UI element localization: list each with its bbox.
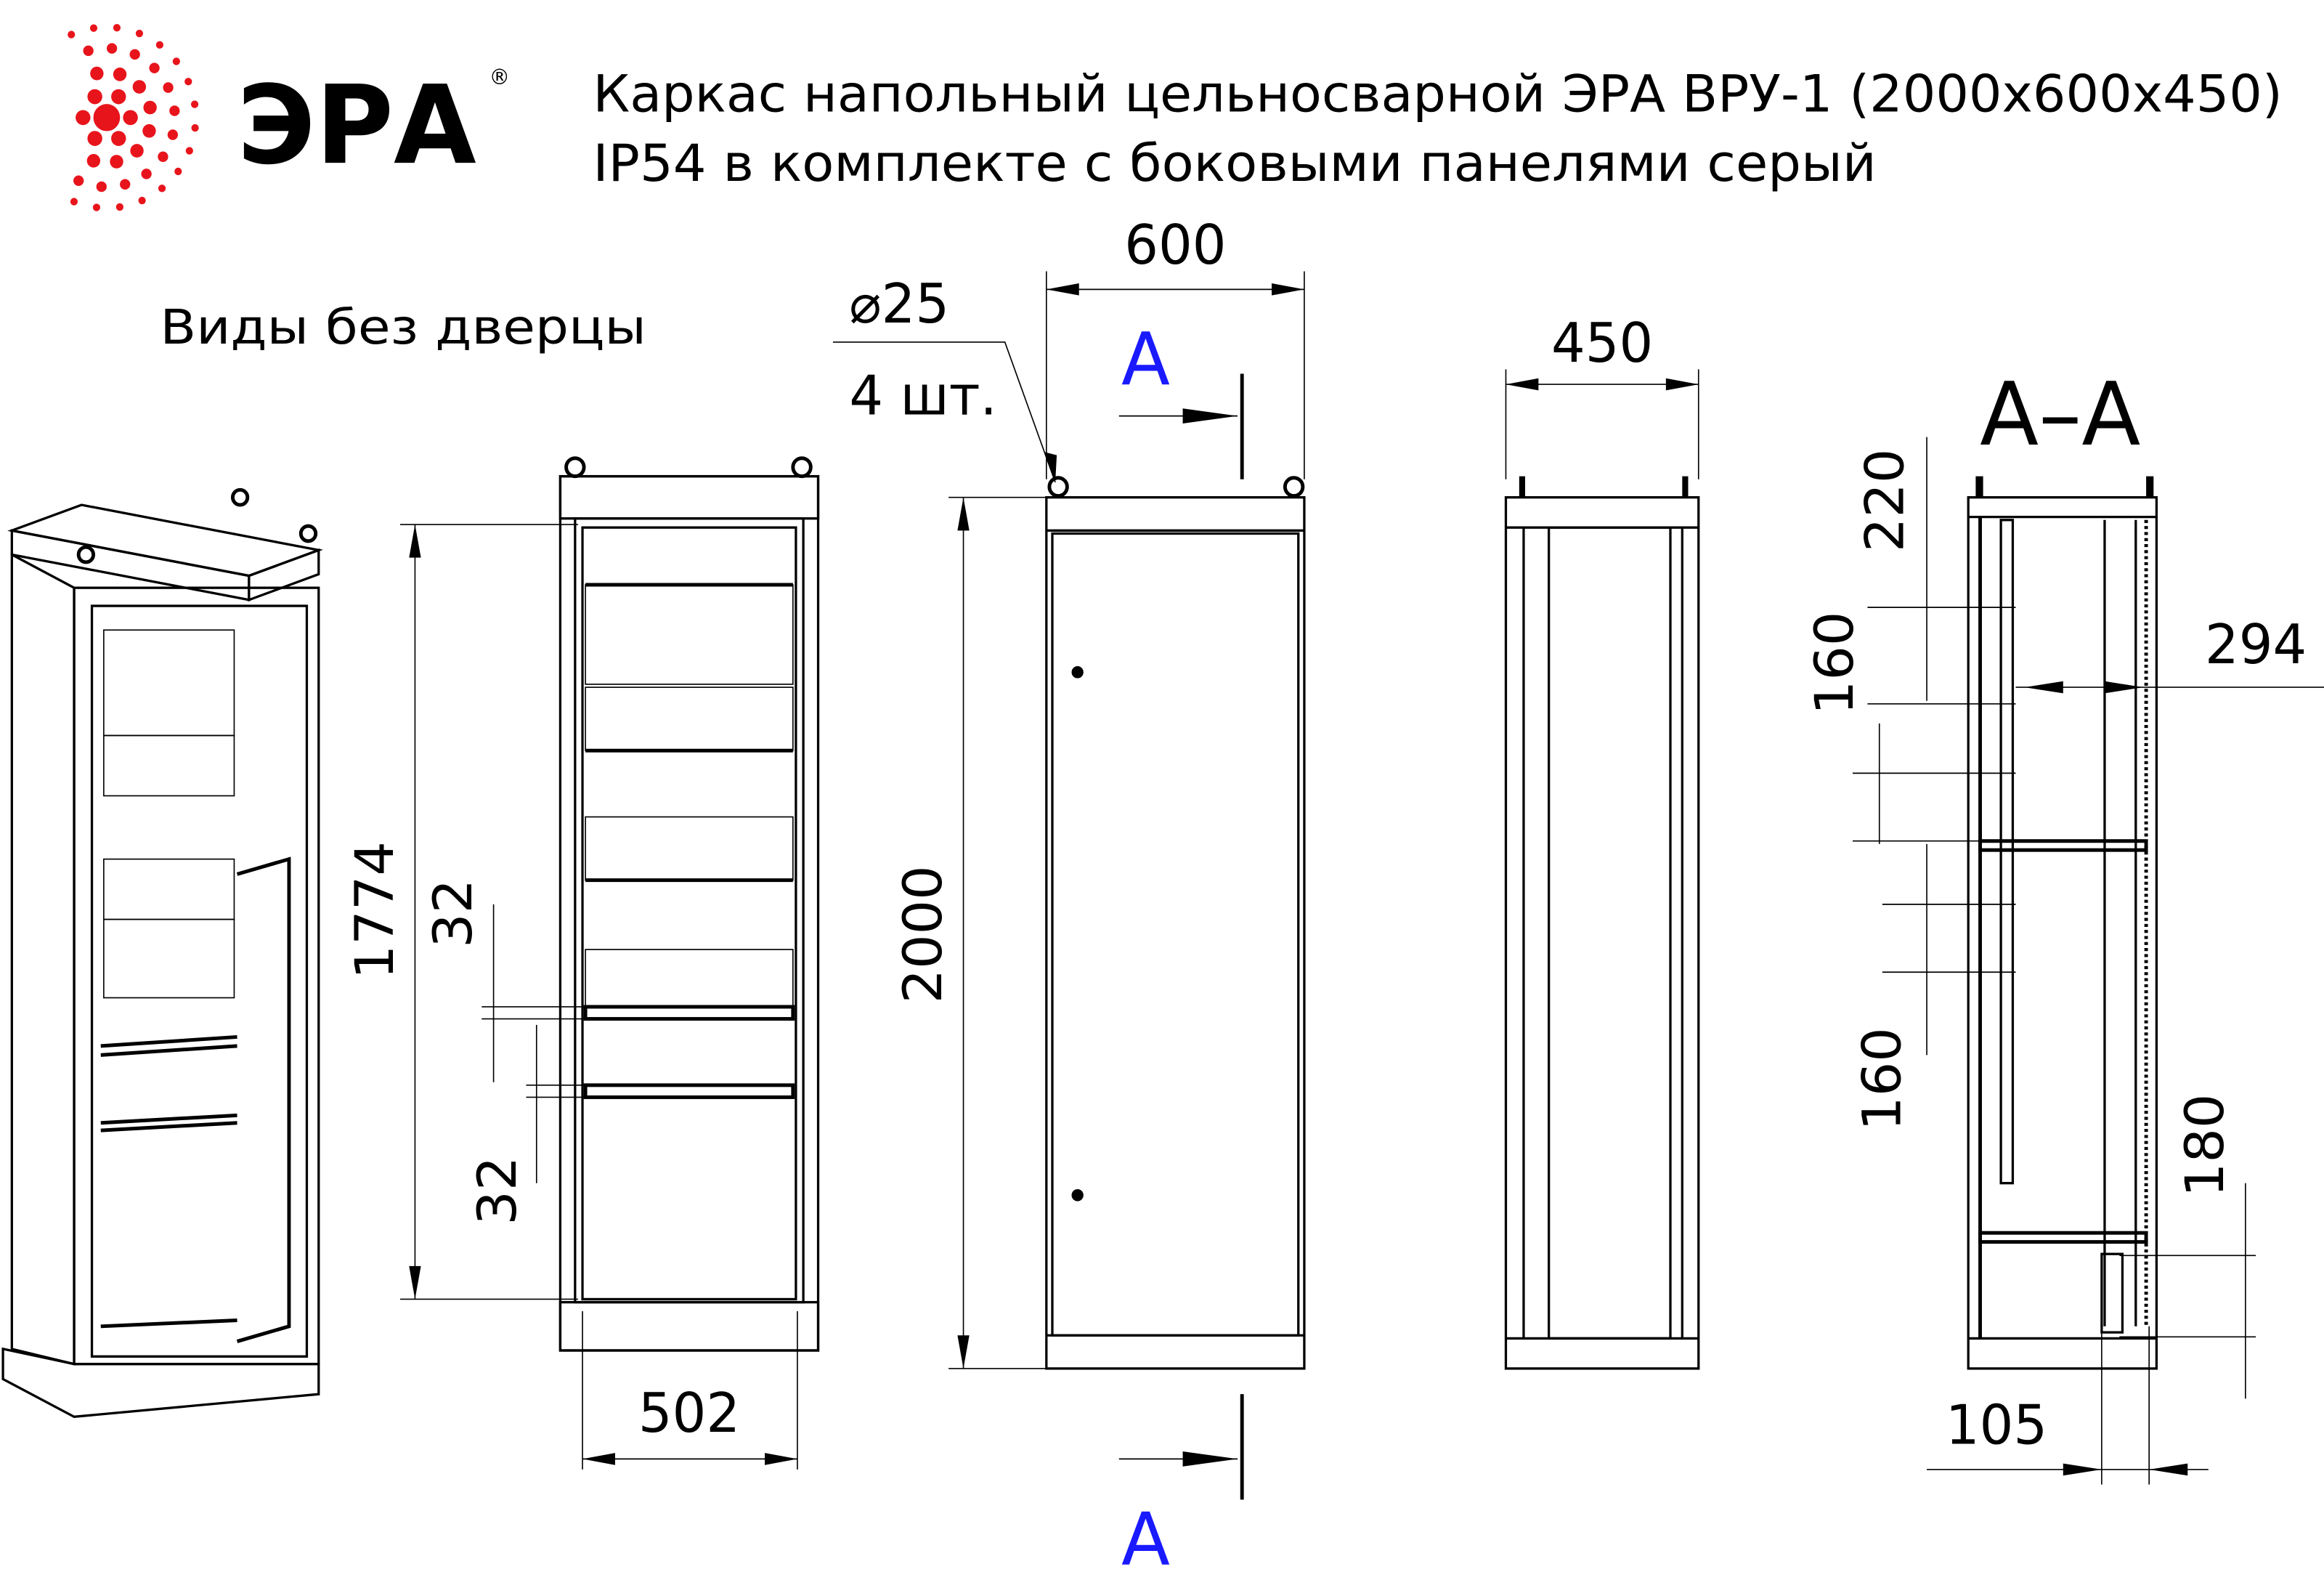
- logo-dot: [141, 169, 152, 179]
- dim-160-bottom: 160: [1851, 1027, 1913, 1131]
- dim-32-top: 32: [423, 879, 484, 948]
- logo-dot: [87, 89, 102, 105]
- logo-dot: [138, 196, 146, 205]
- logo-dot: [68, 31, 76, 39]
- views-label: Виды без дверцы: [160, 299, 646, 356]
- logo-dot: [87, 131, 102, 146]
- dim-450: 450: [1551, 312, 1653, 375]
- dim-160-top: 160: [1804, 612, 1866, 716]
- dim-294: 294: [2205, 613, 2307, 676]
- logo-dot: [110, 155, 123, 169]
- logo-dot: [172, 57, 180, 65]
- dim-600: 600: [1124, 214, 1226, 277]
- section-a-a-view: A–A 220 160 160 294 180 105: [1804, 364, 2324, 1485]
- dim-hole-count: 4 шт.: [849, 365, 996, 428]
- dim-502: 502: [638, 1382, 740, 1445]
- logo-dot: [113, 68, 127, 81]
- logo-text: ЭРА: [237, 62, 476, 188]
- dim-180: 180: [2174, 1094, 2236, 1198]
- logo-dot: [123, 110, 138, 126]
- logo-registered: ®: [489, 65, 510, 89]
- logo-dot: [96, 181, 107, 193]
- dim-2000: 2000: [892, 865, 954, 1003]
- logo-dot: [106, 43, 118, 54]
- logo-dot: [129, 49, 140, 60]
- logo-dot: [113, 23, 121, 32]
- logo-dot: [169, 105, 180, 116]
- logo-dot: [76, 110, 91, 126]
- logo-dot: [93, 104, 121, 131]
- dim-hole-diameter: ⌀25: [849, 272, 949, 336]
- section-title: A–A: [1980, 364, 2140, 466]
- logo-dot: [191, 123, 199, 132]
- logo-dot: [130, 144, 144, 158]
- logo-dot: [158, 151, 168, 162]
- logo-dot: [149, 62, 160, 73]
- section-marker-bottom: A: [1121, 1498, 1170, 1572]
- logo-dot: [111, 89, 126, 105]
- dim-1774: 1774: [344, 841, 405, 979]
- logo-dot: [115, 203, 123, 211]
- logo-dot: [184, 78, 192, 86]
- logo-dot: [120, 179, 131, 190]
- logo-dot: [132, 80, 147, 94]
- dim-105: 105: [1946, 1394, 2047, 1457]
- title-line-1: Каркас напольный цельносварной ЭРА ВРУ-1…: [593, 65, 2283, 124]
- logo-dot: [92, 203, 101, 211]
- logo-sun-icon: [68, 23, 199, 211]
- logo-dot: [158, 185, 166, 193]
- logo-dot: [185, 147, 193, 155]
- dim-32-bottom: 32: [467, 1156, 529, 1225]
- front-view-no-door: 1774 32 32 502: [344, 456, 820, 1470]
- logo-dot: [135, 29, 144, 38]
- logo-dot: [155, 41, 163, 49]
- side-view: 450: [1504, 312, 1700, 1370]
- isometric-view: [1, 487, 323, 1418]
- dim-220: 220: [1854, 449, 1916, 553]
- logo-dot: [190, 100, 199, 108]
- logo-dot: [167, 129, 179, 140]
- logo-dot: [163, 82, 174, 93]
- logo-dot: [142, 123, 156, 138]
- logo-dot: [143, 100, 157, 115]
- front-view-door: 600 ⌀25 4 шт. 2000 A A: [832, 214, 1306, 1572]
- era-logo: ЭРА ®: [68, 23, 510, 211]
- logo-dot: [111, 131, 126, 146]
- logo-dot: [174, 167, 182, 176]
- logo-dot: [73, 175, 84, 187]
- logo-dot: [70, 198, 78, 206]
- section-marker-top: A: [1121, 317, 1170, 402]
- logo-dot: [89, 24, 98, 32]
- title-line-2: IP54 в комплекте с боковыми панелями сер…: [593, 134, 1876, 193]
- logo-dot: [86, 153, 101, 168]
- logo-dot: [90, 66, 104, 81]
- logo-dot: [83, 45, 94, 57]
